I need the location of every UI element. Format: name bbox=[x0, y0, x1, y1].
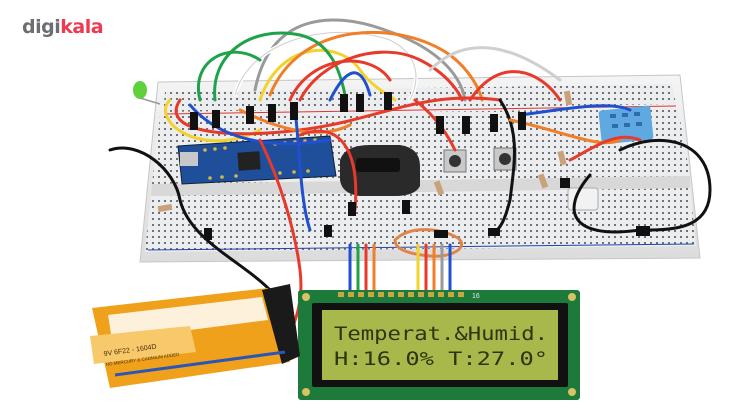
brand-logo-part2: kala bbox=[60, 16, 104, 38]
usb-port bbox=[180, 152, 198, 166]
dht-sensor bbox=[598, 105, 654, 145]
brand-logo: digikala bbox=[22, 16, 104, 38]
arduino-nano bbox=[177, 135, 337, 185]
resistors bbox=[157, 90, 573, 213]
brand-logo-part1: digi bbox=[22, 16, 61, 38]
white-connector bbox=[567, 187, 599, 211]
lcd-pin-label: 16 bbox=[472, 293, 480, 300]
green-led bbox=[133, 81, 161, 105]
battery-9v: 9V 6F22 - 1604D NO MERCURY & CADMIUM ADD… bbox=[90, 284, 300, 388]
jumper-heads bbox=[190, 92, 650, 240]
push-buttons bbox=[443, 147, 517, 173]
black-component bbox=[340, 145, 420, 196]
lcd-module: 16 Temperat.&Humid. H:16.0% T:27.0° bbox=[298, 290, 580, 400]
lcd-line-2: H:16.0% T:27.0° bbox=[334, 348, 548, 370]
lcd-line-1: Temperat.&Humid. bbox=[334, 323, 548, 345]
